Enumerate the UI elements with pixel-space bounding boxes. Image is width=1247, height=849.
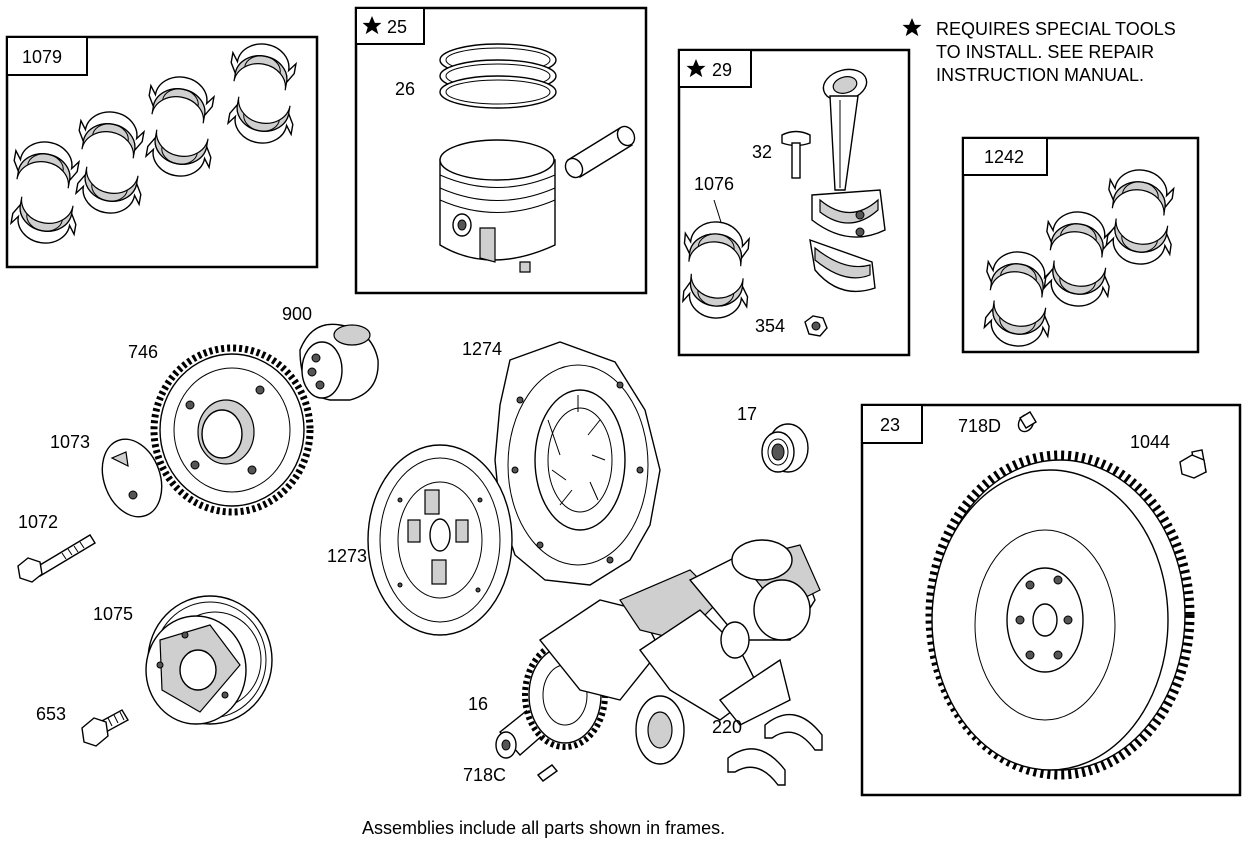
frame-29: 29 32 1076 354 [677,48,911,357]
part-220-label: 220 [712,717,742,737]
part-718D-label: 718D [958,416,1001,436]
flywheel [925,450,1195,780]
rod-bolt [781,130,811,179]
bearing-17 [761,423,809,473]
frame-1242-label: 1242 [984,147,1024,167]
bolt-1072 [17,534,96,583]
frame-border [5,35,319,269]
frame-border [677,48,911,357]
frame-1079-label: 1079 [22,47,62,67]
spacer-900 [299,323,379,401]
part-17-label: 17 [737,404,757,424]
part-32-label: 32 [752,142,772,162]
frame-1242: 1242 [961,136,1200,354]
frame-tag [861,404,923,444]
bolt-1044 [1179,449,1207,479]
rod-nut [804,315,828,337]
frame-29-label: 29 [712,60,732,80]
note-line-2: TO INSTALL. SEE REPAIR [936,42,1154,62]
dowel-718D [1017,411,1037,433]
frame-tag [6,36,88,76]
part-718C-label: 718C [463,765,506,785]
part-900-label: 900 [282,304,312,324]
part-1044-label: 1044 [1130,432,1170,452]
part-746-label: 746 [128,342,158,362]
part-26-label: 26 [395,79,415,99]
frame-23: 23 718D 1044 [860,403,1242,797]
frame-tag [962,137,1048,176]
plate-1073 [101,438,163,518]
part-1072-label: 1072 [18,512,58,532]
pin-718C [536,764,559,782]
part-1073-label: 1073 [50,432,90,452]
bolt-653 [81,709,129,747]
pulley-1075 [145,595,273,725]
frame-tag [355,7,425,45]
part-1273-label: 1273 [327,546,367,566]
cam-gear-746 [150,344,314,516]
frame-25-label: 25 [387,17,407,37]
part-653-label: 653 [36,704,66,724]
frame-25: 25 26 [354,6,648,295]
piston-rings [439,43,557,109]
special-tools-note: REQUIRES SPECIAL TOOLS TO INSTALL. SEE R… [902,18,1176,85]
part-16-label: 16 [468,694,488,714]
note-line-1: REQUIRES SPECIAL TOOLS [936,19,1176,39]
rod-bearing-shells [680,218,752,322]
part-354-label: 354 [755,316,785,336]
piston-pin [564,125,636,179]
clutch-disc-1273 [367,444,513,636]
frame-border [354,6,648,295]
special-tool-star-icon [902,18,922,37]
caption: Assemblies include all parts shown in fr… [362,818,725,838]
frame-border [961,136,1200,354]
bearing-shells [981,165,1177,351]
clutch-cover-1274 [494,341,661,586]
frame-23-label: 23 [880,415,900,435]
connecting-rod [809,68,886,293]
piston [439,139,556,273]
crankshaft-16 [495,539,821,765]
note-line-3: INSTRUCTION MANUAL. [936,65,1144,85]
part-1076-label: 1076 [694,174,734,194]
part-1075-label: 1075 [93,604,133,624]
thrust-washers-220 [727,713,823,786]
frame-border [860,403,1242,797]
part-1274-label: 1274 [462,339,502,359]
frame-1079: 1079 [5,35,319,269]
